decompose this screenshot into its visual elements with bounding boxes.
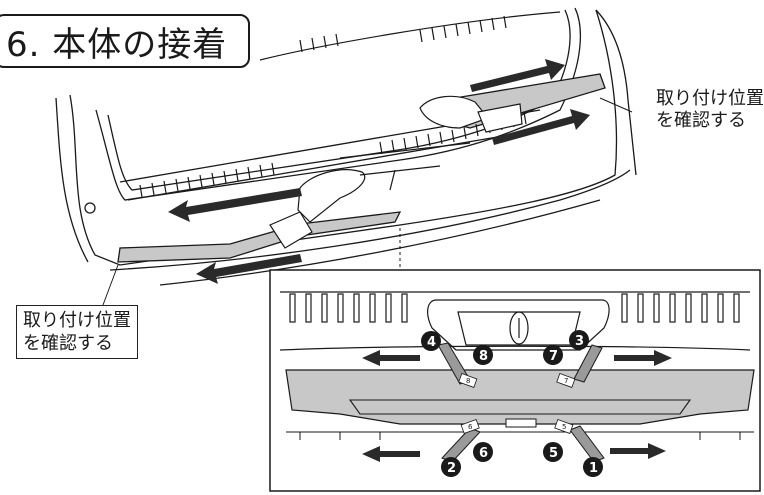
detail-arrow-lower-right (610, 443, 666, 459)
tape-strip-3 (573, 344, 603, 383)
detail-pull-arrows (362, 350, 672, 462)
arrow-right-lower (492, 109, 590, 145)
detail-arrow-upper-right (614, 350, 672, 366)
detail-sill-panel (285, 369, 755, 425)
tape-tag-8: 8 (466, 377, 470, 385)
step-3: 3 (575, 334, 584, 349)
arrow-left-upper (168, 188, 302, 222)
step-7: 7 (549, 349, 558, 364)
left-position-note: 取り付け位置 を確認する (16, 305, 138, 359)
step-6: 6 (479, 446, 488, 461)
step-markers: 1 2 3 4 5 6 7 8 (421, 330, 603, 477)
tape-strip-1 (569, 425, 605, 463)
left-note-line-2: を確認する (23, 333, 113, 354)
left-sill-panel (117, 211, 402, 263)
right-note-line-1: 取り付け位置 (656, 88, 764, 109)
step-1: 1 (589, 461, 598, 476)
step-4: 4 (427, 335, 436, 350)
section-title: 6. 本体の接着 (0, 14, 250, 68)
step-2: 2 (447, 461, 456, 476)
tape-tag-5: 5 (562, 423, 566, 431)
right-note-line-2: を確認する (656, 110, 746, 131)
right-position-note: 取り付け位置 を確認する (656, 88, 764, 132)
tape-tag-6: 6 (468, 423, 473, 431)
arrow-right-upper (470, 59, 565, 92)
step-8: 8 (479, 349, 488, 364)
detail-arrow-upper-left (362, 350, 420, 366)
arrow-left-lower (196, 254, 302, 284)
hand-pressing-illustration (269, 95, 523, 249)
tape-tags: 8 7 6 5 (458, 372, 576, 434)
left-note-line-1: 取り付け位置 (23, 310, 131, 331)
step-5: 5 (549, 446, 558, 461)
detail-arrow-lower-left (362, 446, 420, 462)
press-direction-arrows (168, 59, 590, 284)
detail-inset-art (279, 291, 751, 351)
tape-tag-7: 7 (564, 377, 568, 385)
